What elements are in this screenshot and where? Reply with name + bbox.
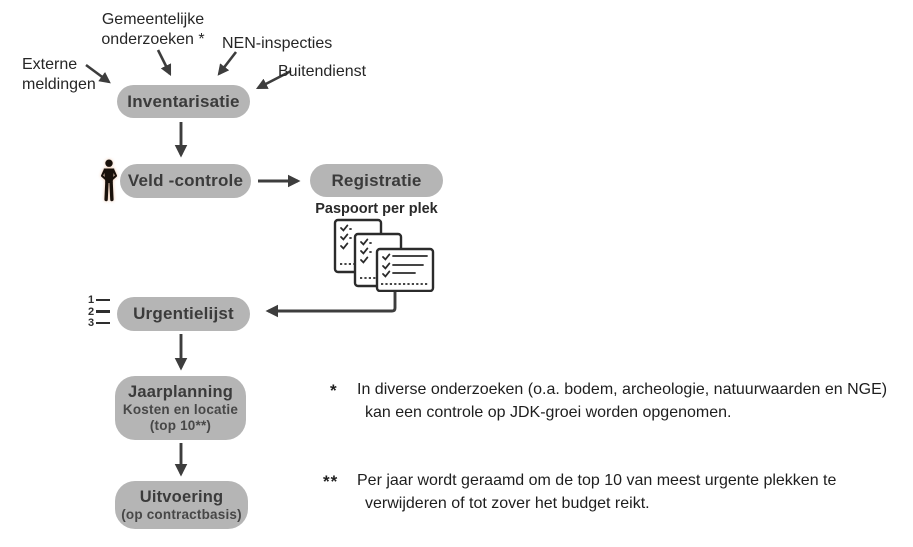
checklist-card-3: [375, 247, 435, 293]
label-buitendienst: Buitendienst: [278, 63, 367, 80]
jaarplanning-title: Jaarplanning: [127, 382, 234, 401]
footnote-2-marker: **: [323, 472, 339, 491]
arrow-gemeentelijke-to-inventarisatie: [156, 49, 172, 77]
footnote-2: Per jaar wordt geraamd om de top 10 van …: [357, 469, 836, 515]
node-uitvoering: Uitvoering (op contractbasis): [115, 481, 248, 529]
node-jaarplanning: Jaarplanning Kosten en locatie (top 10**…: [115, 376, 246, 440]
footnote-2-line-2: verwijderen of tot zover het budget reik…: [365, 495, 650, 512]
node-registratie: Registratie: [310, 164, 443, 197]
node-veld-controle: Veld -controle: [120, 164, 251, 198]
node-urgentielijst: Urgentielijst: [117, 297, 250, 331]
jaarplanning-line2: Kosten en locatie: [122, 401, 239, 417]
list-line-3: [96, 321, 111, 325]
checklist-documents-icon: [333, 218, 435, 297]
label-nen-inspecties: NEN-inspecties: [222, 35, 333, 52]
footnote-1-line-2: kan een controle op JDK-groei worden opg…: [365, 404, 732, 421]
list-number-2: 2: [88, 305, 95, 318]
list-row-1: 1: [88, 294, 111, 306]
list-line-2: [96, 310, 111, 313]
registratie-caption: Paspoort per plek: [315, 201, 438, 217]
jaarplanning-line3: (top 10**): [149, 417, 212, 433]
list-row-3: 3: [88, 317, 111, 329]
person-icon: [99, 159, 119, 207]
arrow-nen-to-inventarisatie: [217, 51, 238, 76]
footnote-1: In diverse onderzoeken (o.a. bodem, arch…: [357, 378, 887, 424]
footnote-1-line-1: In diverse onderzoeken (o.a. bodem, arch…: [357, 381, 888, 398]
label-gemeentelijke-onderzoeken: Gemeentelijke onderzoeken *: [101, 11, 205, 48]
footnote-2-line-1: Per jaar wordt geraamd om de top 10 van …: [357, 472, 837, 489]
label-externe-meldingen: Externe meldingen: [22, 56, 96, 93]
list-number-1: 1: [88, 294, 95, 306]
uitvoering-title: Uitvoering: [139, 487, 224, 506]
numbered-list-icon: 1 2 3: [88, 294, 111, 329]
list-line-1: [96, 298, 111, 302]
node-inventarisatie: Inventarisatie: [117, 85, 250, 118]
list-row-2: 2: [88, 305, 111, 318]
footnote-1-marker: *: [330, 381, 338, 400]
uitvoering-line2: (op contractbasis): [121, 506, 242, 522]
list-number-3: 3: [88, 317, 95, 329]
